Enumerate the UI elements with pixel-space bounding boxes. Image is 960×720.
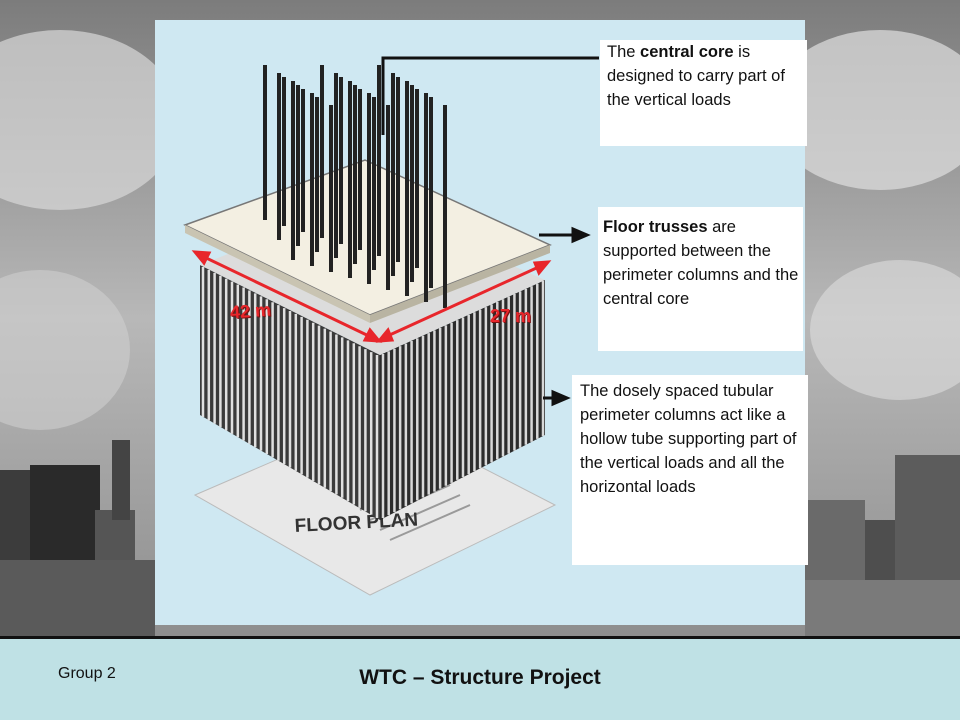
group-label: Group 2 (58, 665, 116, 682)
footer-bar: Group 2 WTC – Structure Project (0, 636, 960, 720)
dimension-42m: 42 m (229, 299, 272, 323)
core-annotation: The central core is designed to carry pa… (600, 40, 807, 146)
trusses-annotation: Floor trusses are supported between the … (598, 207, 803, 351)
presentation-title: WTC – Structure Project (359, 666, 601, 689)
dimension-27m: 27 m (490, 306, 532, 326)
central-core-columns (263, 65, 447, 308)
pointer-arrows (381, 56, 599, 407)
dimension-arrows (191, 250, 552, 343)
perimeter-columns (200, 265, 545, 520)
perimeter-annotation: The dosely spaced tubular perimeter colu… (572, 375, 808, 565)
structure-diagram-panel: FLOOR PLAN (155, 20, 808, 625)
